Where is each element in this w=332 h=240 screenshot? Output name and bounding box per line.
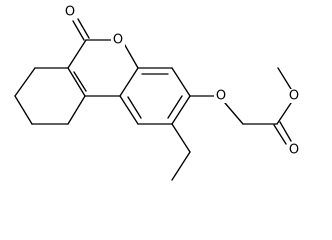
bond-c6a-c6 [67,39,87,69]
label-bg-ether-o [214,89,228,103]
bond-cester-o-double-a [273,124,287,145]
atom-labels: O O O O O [63,5,301,158]
cyclohexane-ring [14,67,86,125]
ester-ether-oxygen-label: O [289,89,299,104]
bond-cester-oether [276,102,292,125]
bond-c6-o-double-a [72,20,85,41]
bond-c8-c9 [14,95,33,125]
ether-oxygen-label: O [216,89,226,104]
label-bg-ester-carbonyl-o [287,143,301,157]
bond-o-ch2 [224,102,244,125]
bond-c6a-c10a-inner [73,71,87,92]
bond-c4a-c10b [119,67,139,97]
bond-c3-c2-inner [167,95,183,119]
bond-cester-o-double-b [279,121,292,142]
bond-c1-c10b-inner [127,96,142,119]
label-bg-ring-o [111,33,125,47]
bond-c6a-c10a [67,67,86,97]
benzene-ring [119,67,191,125]
bond-c10-c10a [67,95,86,125]
structure-canvas: O O O O O [14,5,301,181]
lactone-carbonyl-oxygen-label: O [65,5,75,20]
bond-c7-c8 [14,67,36,97]
label-bg-ester-ether-o [287,89,301,103]
oxyacetate-chain [189,67,292,145]
label-bg-lactone-carbonyl-o [63,5,77,19]
ethyl-group [171,123,191,181]
bond-oether-ch3 [277,67,292,90]
ester-carbonyl-oxygen-label: O [289,143,299,158]
lactone-carbonyl [72,18,90,41]
ring-oxygen-label: O [113,33,123,48]
pyranone-ring [67,39,139,97]
bond-c3-c2 [171,95,191,125]
bond-c4-c3 [171,67,191,97]
bond-c6-o-double-b [77,18,90,39]
bond-c2-ch2 [171,123,191,153]
bond-ch2-ch3 [171,151,191,181]
bond-c1-c10b [119,95,139,125]
